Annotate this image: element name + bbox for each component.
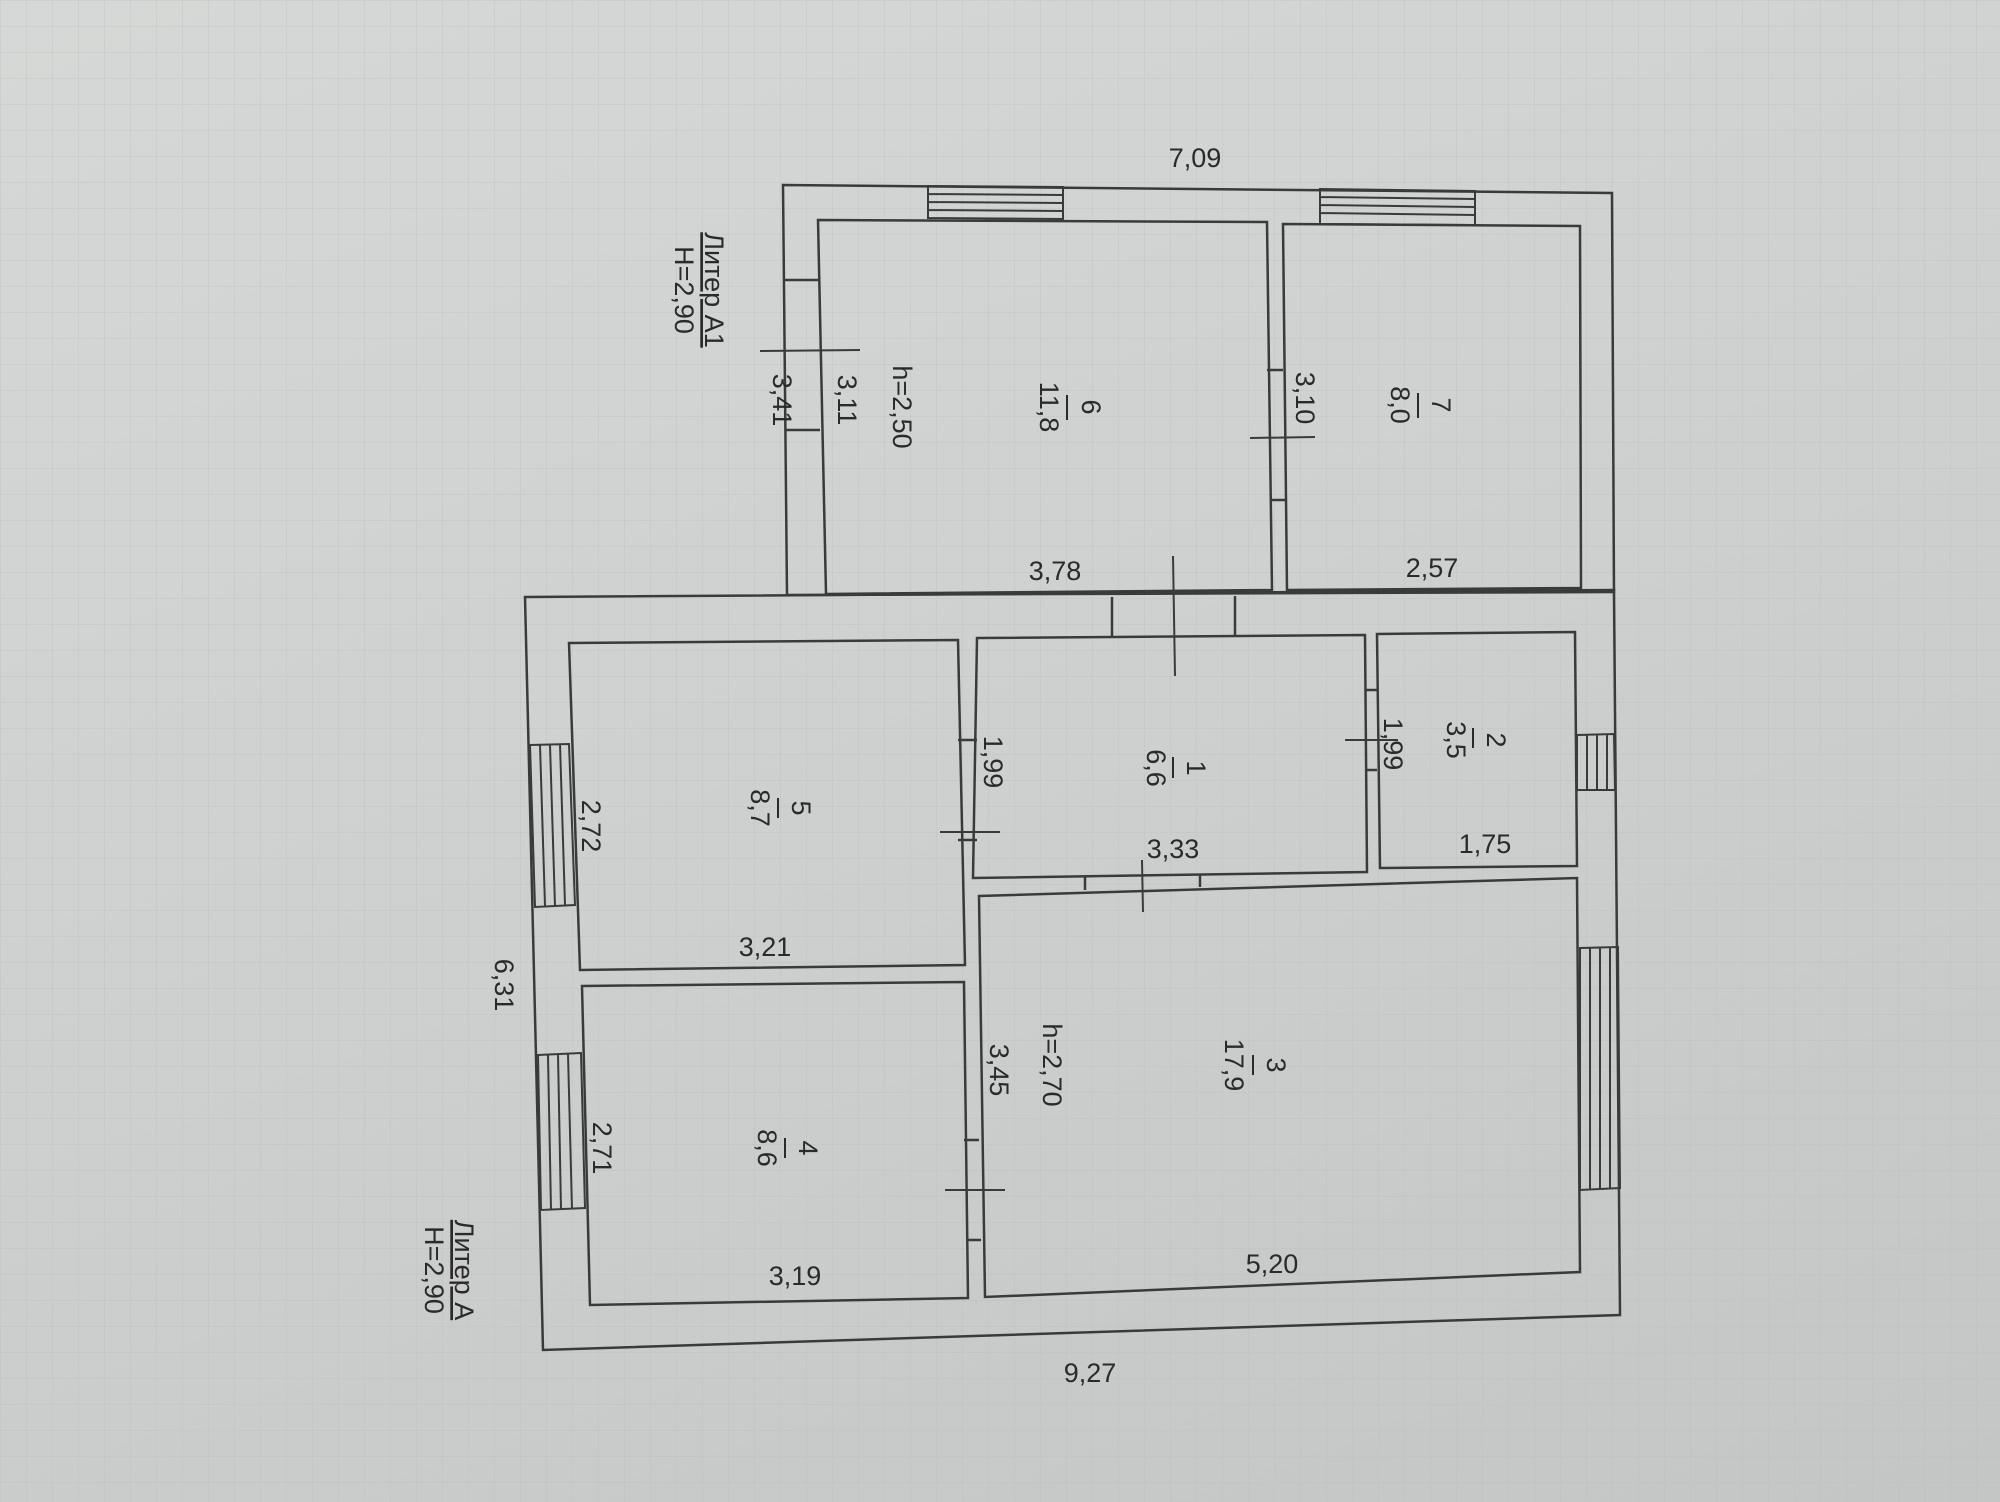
- room-2-area: 3,5: [1441, 721, 1471, 759]
- room-6-number: 6: [1076, 399, 1106, 414]
- liter-a1-height: H=2,90: [669, 246, 699, 334]
- door-tick-6-7: [1249, 436, 1316, 439]
- room-1-length: 3,33: [1147, 834, 1200, 864]
- room-7-width: 3,10: [1290, 372, 1320, 425]
- room-3: [977, 876, 1582, 1299]
- room-5-number: 5: [786, 800, 816, 815]
- liter-a-height: H=2,90: [419, 1226, 449, 1314]
- room-3-ceiling: h=2,70: [1037, 1023, 1067, 1106]
- room-6-width: 3,11: [832, 375, 862, 426]
- liter-a1-label: Литер А1 H=2,90: [669, 232, 729, 347]
- doorway-1-5: [958, 738, 977, 842]
- room-6: [816, 218, 1274, 596]
- door-tick-1-3: [1141, 859, 1144, 913]
- room-5-width: 2,72: [576, 800, 606, 853]
- room-2-length: 1,75: [1459, 829, 1512, 859]
- dim-bottom-a: 9,27: [1064, 1358, 1117, 1388]
- room-1-number: 1: [1181, 760, 1211, 775]
- room-7-area: 8,0: [1385, 386, 1415, 424]
- room-2-width: 1,99: [1378, 718, 1408, 771]
- window-room-3: [1579, 945, 1622, 1192]
- window-room-2: [1576, 732, 1617, 791]
- room-1: [971, 633, 1369, 880]
- door-tick-6-1: [1172, 555, 1176, 677]
- room-2-number: 2: [1481, 732, 1511, 747]
- wall-opening-a1: [783, 278, 820, 432]
- room-1-area: 6,6: [1141, 749, 1171, 787]
- room-3-width: 3,45: [984, 1044, 1014, 1097]
- room-4-area: 8,6: [752, 1129, 782, 1167]
- room-6-ceiling: h=2,50: [887, 365, 917, 448]
- doorway-3-4: [964, 1138, 981, 1242]
- room-4-width: 2,71: [587, 1122, 617, 1175]
- room-3-number: 3: [1261, 1057, 1291, 1072]
- doorway-1-2: [1365, 688, 1377, 772]
- window-room-4: [536, 1051, 587, 1212]
- room-5-length: 3,21: [739, 932, 792, 962]
- liter-a1-name: Литер А1: [699, 232, 729, 347]
- room-7-length: 2,57: [1406, 553, 1459, 583]
- room-2: [1375, 630, 1579, 870]
- room-5: [567, 638, 967, 972]
- dim-left-a1: 3,41: [767, 374, 797, 427]
- room-5-area: 8,7: [745, 789, 775, 827]
- dim-left-a: 6,31: [489, 959, 519, 1012]
- room-4-length: 3,19: [769, 1261, 822, 1291]
- wall-a-outer: [523, 588, 1622, 1352]
- room-3-length: 5,20: [1246, 1249, 1299, 1279]
- doorway-6-7: [1267, 368, 1285, 502]
- window-room-7: [1319, 187, 1476, 227]
- doorway-1-3: [1083, 875, 1202, 890]
- room-6-area: 11,8: [1034, 382, 1064, 433]
- room-7: [1281, 222, 1583, 592]
- door-tick-a1-left: [759, 349, 861, 352]
- room-4-number: 4: [793, 1140, 823, 1155]
- room-3-area: 17,9: [1219, 1039, 1249, 1092]
- room-1-width: 1,99: [978, 736, 1008, 789]
- room-4: [580, 980, 970, 1307]
- dim-top-a1: 7,09: [1169, 143, 1222, 173]
- window-room-5: [528, 742, 577, 909]
- doorway-6-1: [1110, 596, 1237, 636]
- room-6-length: 3,78: [1029, 556, 1082, 586]
- room-7-number: 7: [1426, 397, 1456, 412]
- liter-a-label: Литер А H=2,90: [419, 1220, 479, 1320]
- liter-a-name: Литер А: [449, 1220, 479, 1320]
- window-room-6: [927, 184, 1064, 221]
